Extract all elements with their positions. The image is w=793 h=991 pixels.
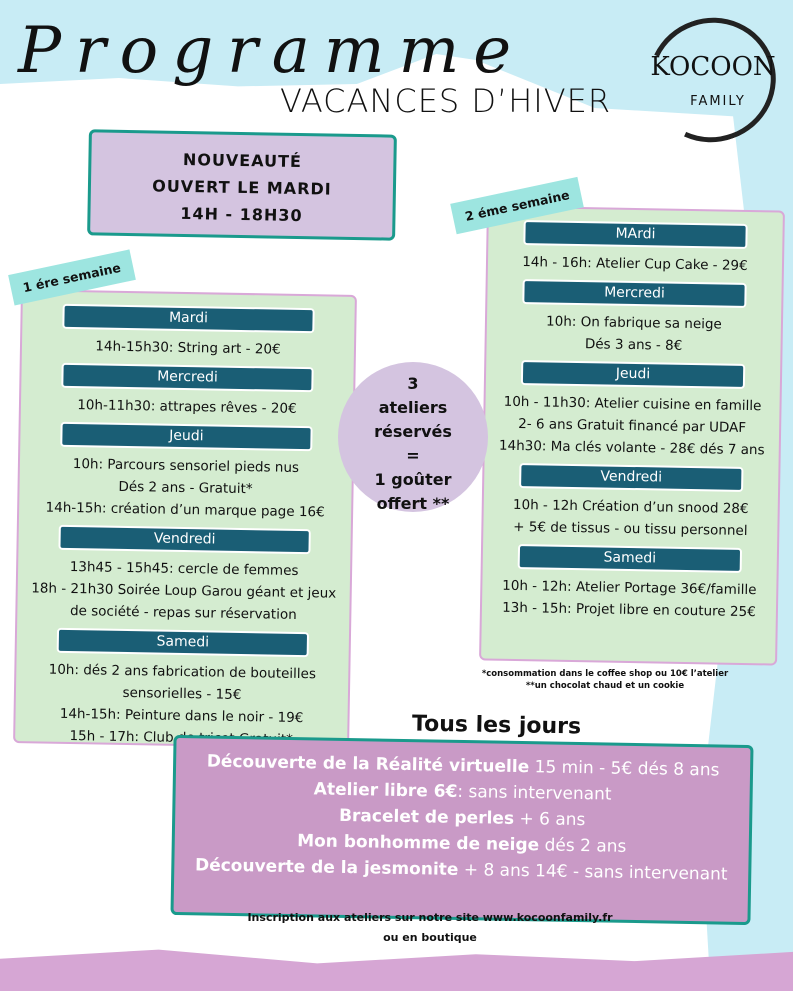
- footnote: *consommation dans le coffee shop ou 10€…: [481, 669, 729, 679]
- day-header: MArdi: [523, 220, 748, 249]
- logo-main: KOCOON: [650, 52, 776, 82]
- offer-line: ateliers: [378, 398, 448, 417]
- page-subtitle: VACANCES D’HIVER: [280, 82, 612, 120]
- activity-line: 14h - 16h: Atelier Cup Cake - 29€: [522, 254, 748, 274]
- daily-item-name: Bracelet de perles: [338, 805, 515, 829]
- daily-box: Découverte de la Réalité virtuelle 15 mi…: [170, 734, 754, 926]
- daily-item-name: Mon bonhomme de neige: [296, 831, 540, 856]
- activity-line: 10h-11h30: attrapes rêves - 20€: [77, 397, 297, 417]
- daily-item-detail: dés 2 ans: [538, 835, 627, 857]
- daily-item-detail: 15 min - 5€ dés 8 ans: [529, 757, 720, 781]
- footer-line: ou en boutique: [383, 931, 477, 944]
- footer-line: Inscription aux ateliers sur notre site …: [247, 911, 613, 924]
- day-header: Mercredi: [522, 279, 747, 308]
- footnotes: *consommation dans le coffee shop ou 10€…: [470, 668, 740, 692]
- daily-item-name: Découverte de la Réalité virtuelle: [206, 751, 530, 778]
- footnote: **un chocolat chaud et un cookie: [525, 681, 685, 691]
- day-header: Vendredi: [58, 524, 311, 555]
- offer-line: =: [406, 446, 420, 465]
- day-header: Samedi: [56, 627, 310, 658]
- footer: Inscription aux ateliers sur notre site …: [230, 908, 630, 948]
- daily-item-name: Atelier libre 6€: [313, 779, 458, 802]
- activity-line: + 5€ de tissus - ou tissu personnel: [513, 518, 748, 540]
- daily-item-detail: + 8 ans 14€ - sans intervenant: [458, 859, 728, 885]
- offer-line: 1 goûter: [374, 470, 452, 489]
- logo-sub: FAMILY: [690, 94, 746, 109]
- day-header: Mardi: [62, 303, 315, 334]
- activity-line: 14h30: Ma clés volante - 28€ dés 7 ans: [498, 437, 765, 459]
- day-header: Samedi: [517, 544, 742, 573]
- daily-item-detail: : sans intervenant: [457, 781, 612, 805]
- news-line: 14H - 18H30: [180, 203, 303, 226]
- daily-title: Tous les jours: [411, 711, 582, 740]
- day-header: Mercredi: [61, 362, 314, 393]
- daily-item-name: Découverte de la jesmonite: [194, 855, 459, 880]
- week1-panel: Mardi 14h-15h30: String art - 20€ Mercredi…: [13, 289, 357, 749]
- day-header: Jeudi: [521, 360, 745, 389]
- news-box: NOUVEAUTÉ OUVERT LE MARDI 14H - 18H30: [87, 129, 397, 241]
- week2-panel: MArdi 14h - 16h: Atelier Cup Cake - 29€ Me…: [479, 205, 785, 666]
- offer-line: offert **: [376, 494, 450, 513]
- page-title: Programme: [18, 14, 526, 88]
- day-header: Vendredi: [519, 463, 744, 492]
- bottom-stripe: [0, 949, 793, 991]
- daily-item-detail: + 6 ans: [513, 808, 586, 831]
- activity-line: 14h-15h30: String art - 20€: [95, 338, 281, 358]
- offer-line: 3: [407, 374, 419, 393]
- offer-circle: 3 ateliers réservés = 1 goûter offert **: [338, 362, 488, 513]
- activity-line: 14h-15h: création d’un marque page 16€: [45, 499, 325, 521]
- day-header: Jeudi: [60, 421, 313, 452]
- activity-line: Dés 3 ans - 8€: [584, 336, 683, 354]
- activity-line: 13h - 15h: Projet libre en couture 25€: [502, 599, 756, 621]
- offer-line: réservés: [374, 422, 452, 441]
